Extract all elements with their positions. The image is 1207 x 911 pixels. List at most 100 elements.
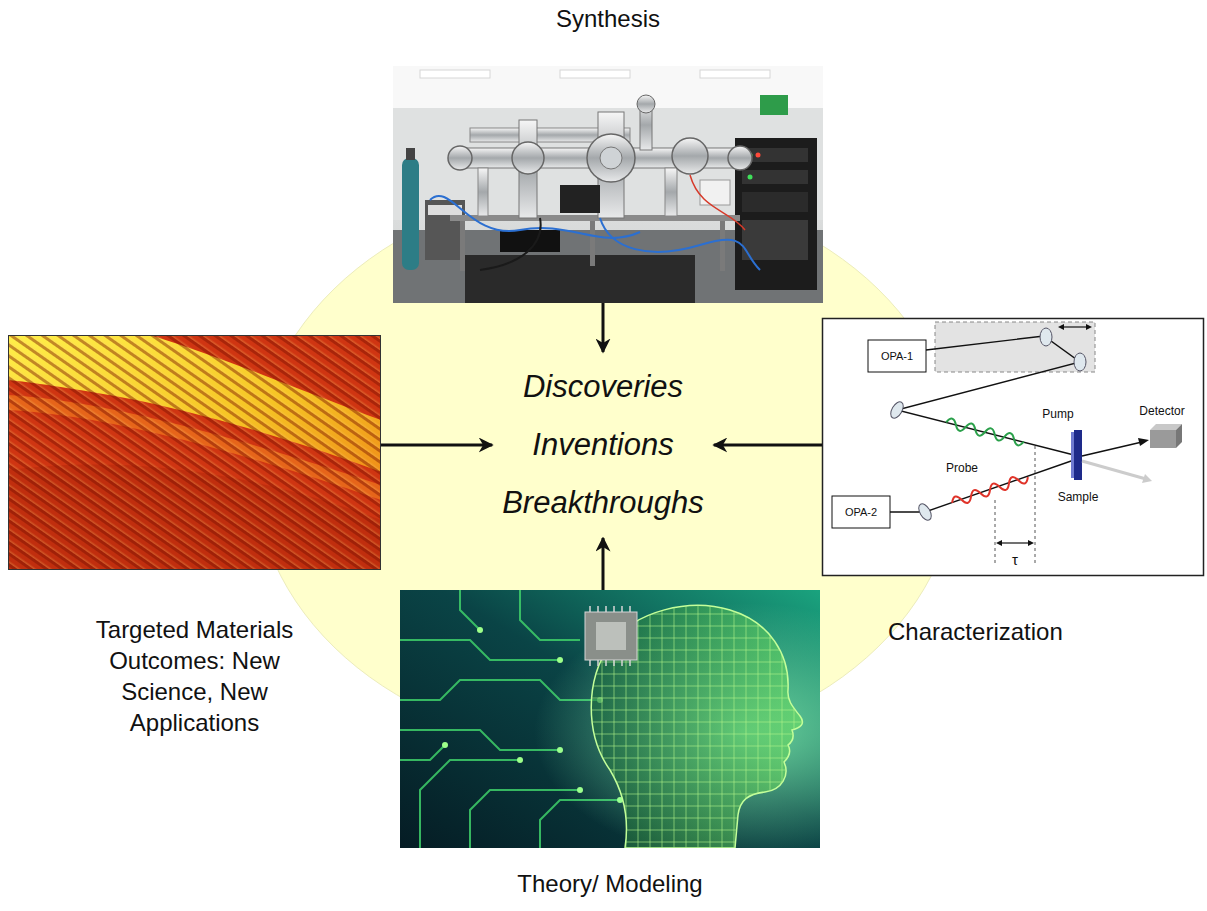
pump-probe-schematic xyxy=(1082,442,1142,456)
flow-arrow xyxy=(602,303,605,352)
pump-probe-schematic xyxy=(945,417,1025,446)
stage-caption: Theory/ Modeling xyxy=(400,868,820,899)
outcomes-panel: Targeted Materials Outcomes: New Science… xyxy=(8,335,381,738)
theory-panel: Theory/ Modeling xyxy=(400,590,820,899)
material-surface-image xyxy=(8,335,381,570)
outcome-text-box: Discoveries Inventions Breakthroughs xyxy=(492,352,714,538)
flow-arrow xyxy=(602,538,605,590)
synthesis-apparatus-photo xyxy=(450,215,740,221)
outcome-text: Discoveries Inventions Breakthroughs xyxy=(502,358,704,532)
pump-probe-schematic xyxy=(832,496,890,528)
synthesis-apparatus-photo xyxy=(560,185,600,213)
figure-frame xyxy=(400,590,820,848)
synthesis-apparatus-photo xyxy=(590,221,595,266)
flow-arrow xyxy=(381,444,492,447)
synthesis-apparatus-photo xyxy=(760,95,788,115)
stage-caption: Synthesis xyxy=(393,3,823,34)
ai-head-image xyxy=(580,590,820,848)
pump-probe-schematic xyxy=(995,500,996,566)
image-frame xyxy=(9,336,381,570)
pump-probe-schematic xyxy=(1058,324,1064,330)
synthesis-apparatus-photo xyxy=(478,168,488,216)
schematic-label: OPA-1 xyxy=(879,349,915,364)
pump-probe-schematic xyxy=(890,460,1074,512)
synthesis-apparatus-photo xyxy=(393,66,823,303)
synthesis-apparatus-photo xyxy=(720,221,725,271)
pump-probe-schematic xyxy=(1142,474,1152,483)
synthesis-apparatus-photo xyxy=(480,218,541,270)
synthesis-apparatus-photo xyxy=(448,146,472,170)
pump-probe-schematic xyxy=(951,472,1030,507)
ai-head-image xyxy=(590,606,630,666)
pump-probe-schematic xyxy=(1150,430,1176,448)
pump-probe-schematic xyxy=(1035,446,1036,566)
synthesis-apparatus-photo xyxy=(700,70,770,78)
synthesis-apparatus-photo xyxy=(560,70,630,78)
caption-block: Synthesis xyxy=(393,3,823,34)
synthesis-apparatus-photo xyxy=(742,192,808,212)
figure-frame xyxy=(8,335,381,570)
pump-probe-schematic xyxy=(1176,424,1182,448)
synthesis-apparatus-photo xyxy=(402,158,419,270)
ai-head-image xyxy=(580,590,820,848)
pump-probe-schematic xyxy=(823,319,1204,576)
pump-probe-schematic xyxy=(1028,540,1034,546)
caption-block: Theory/ Modeling xyxy=(400,868,820,899)
synthesis-apparatus-photo xyxy=(512,142,544,174)
synthesis-apparatus-photo xyxy=(742,170,808,184)
synthesis-apparatus-photo xyxy=(406,148,415,160)
flow-arrow xyxy=(714,444,822,447)
pump-probe-schematic xyxy=(996,540,1002,546)
pump-probe-schematic xyxy=(823,319,1204,576)
synthesis-apparatus-photo xyxy=(393,66,823,303)
synthesis-apparatus-photo xyxy=(672,138,708,174)
pump-probe-schematic xyxy=(951,472,1030,507)
pump-probe-schematic xyxy=(1040,328,1052,346)
material-surface-image xyxy=(8,335,381,570)
synthesis-apparatus-photo xyxy=(756,153,761,158)
pump-probe-schematic xyxy=(868,340,926,372)
caption-block: Targeted Materials Outcomes: New Science… xyxy=(85,614,305,738)
pump-probe-schematic xyxy=(945,417,1025,446)
characterization-panel: Characterization xyxy=(822,318,1204,647)
ai-head-image xyxy=(596,622,626,650)
schematic-label: OPA-2 xyxy=(843,505,879,520)
ai-head-image xyxy=(400,590,820,848)
pump-probe-schematic xyxy=(1062,326,1088,327)
schematic-label: Probe xyxy=(944,461,980,476)
synthesis-apparatus-photo xyxy=(742,220,808,260)
synthesis-apparatus-photo xyxy=(665,168,677,216)
pump-probe-schematic xyxy=(916,502,934,523)
schematic-label: Pump xyxy=(1040,407,1075,422)
pump-probe-schematic xyxy=(1138,438,1149,446)
pump-probe-schematic xyxy=(1071,432,1074,478)
synthesis-apparatus-photo xyxy=(587,134,635,182)
synthesis-apparatus-photo xyxy=(460,221,465,271)
schematic-label: Sample xyxy=(1056,490,1101,505)
synthesis-apparatus-photo xyxy=(600,147,622,169)
synthesis-panel: Synthesis xyxy=(393,3,823,303)
pump-probe-schematic xyxy=(1074,353,1086,371)
synthesis-apparatus-photo xyxy=(637,95,655,113)
synthesis-apparatus-photo xyxy=(728,146,752,170)
ai-head-image xyxy=(591,605,802,848)
synthesis-apparatus-photo xyxy=(748,175,753,180)
pump-probe-schematic xyxy=(888,400,906,421)
ai-head-image xyxy=(400,590,820,848)
pump-probe-schematic xyxy=(1074,430,1082,480)
pump-probe-schematic xyxy=(1086,324,1092,330)
synthesis-apparatus-photo xyxy=(420,70,490,78)
schematic-label: Detector xyxy=(1137,404,1186,419)
caption-block: Characterization xyxy=(888,616,1188,647)
synthesis-apparatus-photo xyxy=(393,66,823,108)
ai-head-image xyxy=(400,590,820,848)
material-surface-image xyxy=(8,335,381,570)
synthesis-apparatus-photo xyxy=(425,200,465,260)
synthesis-apparatus-photo xyxy=(690,175,745,230)
synthesis-apparatus-photo xyxy=(465,255,695,303)
stage-caption: Characterization xyxy=(888,616,1188,647)
ai-head-image xyxy=(585,612,637,660)
synthesis-apparatus-photo xyxy=(430,196,640,238)
stage-caption: Targeted Materials Outcomes: New Science… xyxy=(85,614,305,738)
